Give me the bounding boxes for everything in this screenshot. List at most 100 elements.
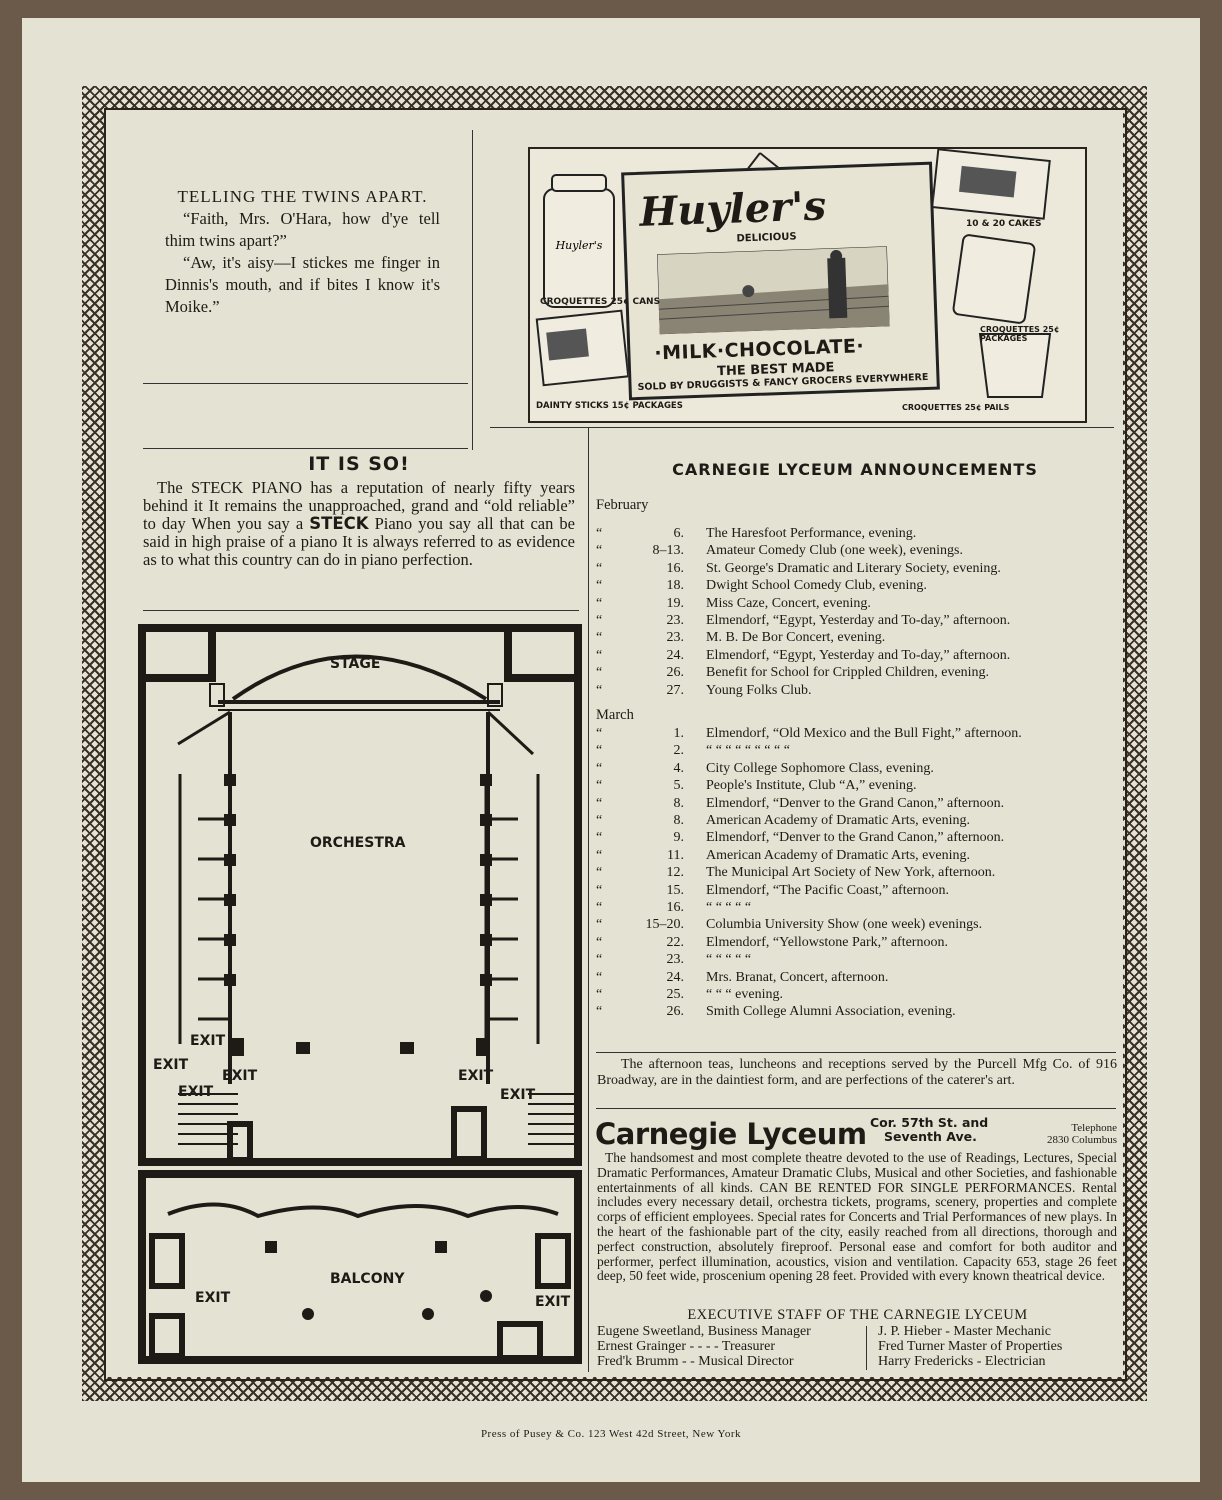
event-row: “11.American Academy of Dramatic Arts, e… (596, 848, 1116, 865)
divider-announcements-bottom (596, 1052, 1116, 1053)
event-description: Elmendorf, “The Pacific Coast,” afternoo… (706, 882, 949, 898)
lyceum-description: The handsomest and most complete theatre… (597, 1150, 1117, 1284)
event-ditto: “ (596, 647, 603, 663)
event-description: People's Institute, Club “A,” evening. (706, 778, 917, 794)
event-ditto: “ (596, 726, 603, 741)
event-date: 26. (666, 1004, 685, 1020)
event-date: 16. (666, 900, 685, 915)
event-date: 26. (666, 665, 685, 681)
plan-exit-label-2: EXIT (153, 1057, 189, 1073)
twins-joke: TELLING THE TWINS APART. “Faith, Mrs. O'… (165, 186, 440, 318)
plan-stage-label: STAGE (330, 656, 381, 672)
event-ditto: “ (596, 778, 603, 794)
event-row: “8–13.Amateur Comedy Club (one week), ev… (596, 543, 1116, 560)
event-ditto: “ (596, 934, 603, 950)
divider-teas-bottom (596, 1108, 1116, 1109)
event-date: 16. (666, 560, 685, 576)
event-row: “12.The Municipal Art Society of New Yor… (596, 865, 1116, 882)
event-row: “15.Elmendorf, “The Pacific Coast,” afte… (596, 883, 1116, 900)
steck-text-2: Piano you say all that can be said in hi… (143, 514, 575, 569)
event-date: 25. (666, 987, 685, 1002)
event-date: 23. (666, 613, 685, 628)
event-row: “22.Elmendorf, “Yellowstone Park,” after… (596, 935, 1116, 952)
event-ditto: “ (596, 595, 603, 611)
event-ditto: “ (596, 865, 603, 881)
event-date: 11. (667, 847, 684, 863)
plan-exit-label-3: EXIT (222, 1068, 258, 1084)
event-row: “1.Elmendorf, “Old Mexico and the Bull F… (596, 726, 1116, 743)
event-date: 24. (666, 969, 685, 985)
steck-piano-notice: IT IS SO! The STECK PIANO has a reputati… (143, 455, 575, 569)
event-ditto: “ (596, 543, 603, 559)
event-description: Mrs. Branat, Concert, afternoon. (706, 969, 889, 985)
event-description: The Haresfoot Performance, evening. (706, 526, 917, 541)
event-description: Elmendorf, “Yellowstone Park,” afternoon… (706, 934, 948, 950)
event-row: “ 8. Elmendorf, “Denver to the Grand Canon… (596, 796, 1116, 813)
event-date: 8. (673, 795, 685, 811)
floor-plan (138, 624, 582, 1364)
steck-title: IT IS SO! (308, 453, 410, 475)
event-row: “16.St. George's Dramatic and Literary S… (596, 561, 1116, 578)
event-description: “ “ “ evening. (706, 987, 783, 1002)
printer-credit: Press of Pusey & Co. 123 West 42d Street… (480, 1428, 742, 1440)
event-row: “4.City College Sophomore Class, evening… (596, 761, 1116, 778)
event-row: “18.Dwight School Comedy Club, evening. (596, 578, 1116, 595)
plan-balcony-label: BALCONY (330, 1271, 405, 1287)
event-row: “24.Elmendorf, “Egypt, Yesterday and To-… (596, 648, 1116, 665)
staff-entry: Eugene Sweetland, Business Manager (597, 1324, 811, 1339)
divider-vertical-main (588, 427, 589, 1372)
event-ditto: “ (596, 578, 603, 594)
event-ditto: “ (596, 665, 603, 681)
twins-title: TELLING THE TWINS APART. (177, 187, 428, 206)
event-ditto: “ (596, 969, 603, 985)
ad-croquettes-packages: CROQUETTES 25¢ PACKAGES (980, 325, 1060, 343)
event-date: 8–13. (652, 543, 685, 559)
event-description: Elmendorf, “Denver to the Grand Canon,” … (706, 795, 1005, 811)
plan-exit-label-6: EXIT (500, 1087, 536, 1103)
event-description: Elmendorf, “Old Mexico and the Bull Figh… (706, 726, 1022, 741)
event-row: “23.M. B. De Bor Concert, evening. (596, 630, 1116, 647)
event-row: “ 25. “ “ “ evening. (596, 987, 1116, 1004)
ad-dainty-sticks: DAINTY STICKS 15¢ PACKAGES (536, 401, 683, 411)
event-date: 23. (666, 952, 685, 968)
ad-field-scene (656, 246, 890, 335)
event-row: “2.“ “ “ “ “ “ “ “ “ (596, 743, 1116, 760)
steck-text-1: The STECK PIANO has a reputation of near… (143, 478, 575, 533)
event-ditto: “ (596, 560, 603, 576)
event-row: “ 24. Mrs. Branat, Concert, afternoon. (596, 970, 1116, 987)
event-description: Columbia University Show (one week) even… (706, 917, 983, 933)
event-description: Smith College Alumni Association, evenin… (706, 1004, 956, 1020)
staff-entry: J. P. Hieber - Master Mechanic (878, 1324, 1052, 1339)
staff-right: J. P. Hieber - Master Mechanic Fred Turn… (878, 1324, 1118, 1369)
staff-title: EXECUTIVE STAFF OF THE CARNEGIE LYCEUM (687, 1307, 1028, 1323)
event-description: “ “ “ “ “ “ “ “ “ (706, 743, 790, 759)
event-row: “ 9. Elmendorf, “Denver to the Grand Canon… (596, 830, 1116, 847)
teas-notice: The afternoon teas, luncheons and recept… (597, 1057, 1117, 1088)
steck-body: The STECK PIANO has a reputation of near… (143, 479, 575, 569)
plan-exit-label-1: EXIT (190, 1033, 226, 1049)
ad-croquettes-pails: CROQUETTES 25¢ PAILS (902, 403, 1010, 412)
lyceum-telephone-number: 2830 Columbus (1047, 1134, 1117, 1146)
event-row: “15–20.Columbia University Show (one wee… (596, 917, 1116, 934)
event-description: Elmendorf, “Egypt, Yesterday and To-day,… (706, 647, 1011, 663)
event-date: 12. (666, 865, 685, 881)
event-row: “26.Smith College Alumni Association, ev… (596, 1004, 1116, 1021)
event-date: 27. (666, 682, 685, 698)
event-row: “19.Miss Caze, Concert, evening. (596, 596, 1116, 613)
event-ditto: “ (596, 813, 603, 828)
ad-brand: Huyler's (638, 182, 827, 236)
event-ditto: “ (596, 987, 603, 1002)
plan-exit-label-8: EXIT (535, 1294, 571, 1310)
event-ditto: “ (596, 682, 603, 698)
event-ditto: “ (596, 830, 603, 846)
lyceum-address: Cor. 57th St. and Seventh Ave. (870, 1116, 988, 1144)
event-date: 5. (673, 778, 685, 794)
event-ditto: “ (596, 952, 603, 968)
lyceum-address-line-2: Seventh Ave. (884, 1129, 977, 1144)
event-date: 8. (673, 813, 685, 828)
event-description: Elmendorf, “Denver to the Grand Canon,” … (706, 830, 1005, 846)
event-date: 9. (673, 830, 685, 846)
svg-text:Huyler's: Huyler's (555, 239, 603, 252)
event-ditto: “ (596, 795, 603, 811)
event-date: 2. (673, 743, 685, 759)
